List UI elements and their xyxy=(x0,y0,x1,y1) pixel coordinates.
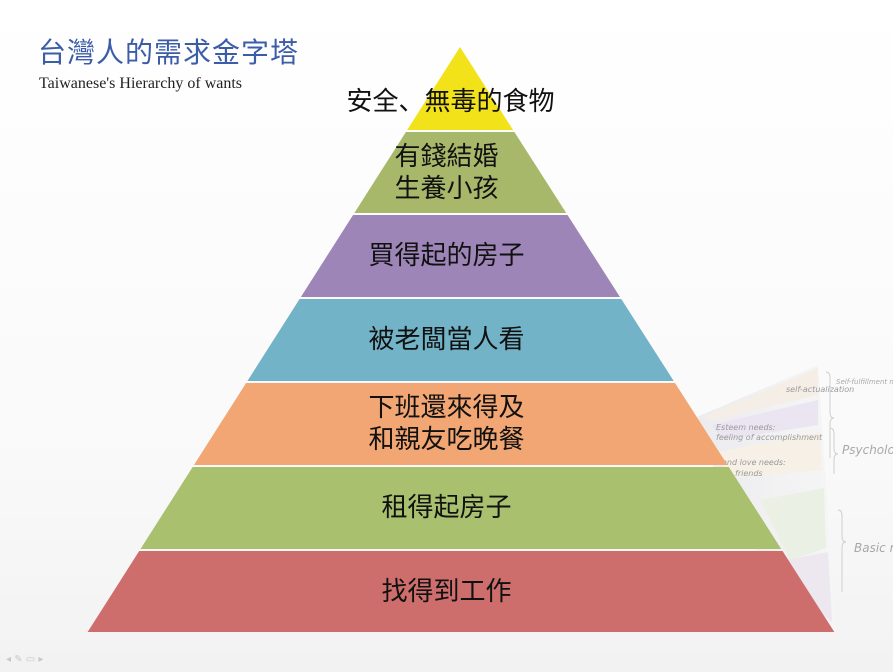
tier-label-line: 生養小孩 xyxy=(394,173,499,204)
title-english: Taiwanese's Hierarchy of wants xyxy=(39,75,243,92)
tier-affordable-rent xyxy=(140,467,782,549)
bg-label-accomplishment: feeling of accomplishment xyxy=(716,433,823,442)
bg-label-self-actualization: self-actualization xyxy=(786,385,854,394)
bg-label-love: and love needs: xyxy=(722,458,786,467)
background-maslow-pyramid: self-actualization Esteem needs: feeling… xyxy=(690,365,893,632)
title-chinese: 台灣人的需求金字塔 xyxy=(38,36,300,69)
side-label-basic: Basic needs xyxy=(854,541,893,555)
bracket-middle xyxy=(829,427,839,474)
tier-food-safety xyxy=(407,47,514,130)
tier-label-respect-at-work: 被老闆當人看 xyxy=(0,324,893,356)
tier-marriage-children xyxy=(354,132,567,213)
tier-label-marriage-children: 有錢結婚生養小孩 xyxy=(0,141,893,205)
tier-dinner-with-family xyxy=(193,383,728,465)
tier-label-line: 安全、無毒的食物 xyxy=(346,87,555,117)
bg-label-esteem: Esteem needs: xyxy=(716,423,776,432)
tier-label-line: 被老闆當人看 xyxy=(368,325,525,355)
tier-affordable-house xyxy=(300,215,620,297)
side-label-self-fulfillment: Self-fulfillment needs xyxy=(836,378,893,386)
side-label-psychological: Psychological needs xyxy=(842,443,893,457)
tier-respect-at-work xyxy=(247,299,674,381)
tier-label-line: 有錢結婚 xyxy=(394,141,499,172)
tier-label-line: 下班還來得及 xyxy=(368,393,525,423)
tier-label-food-safety: 安全、無毒的食物 xyxy=(4,86,893,118)
pyramid-tiers xyxy=(87,47,835,632)
tier-label-line: 找得到工作 xyxy=(381,576,512,607)
tier-label-line: 和親友吃晚餐 xyxy=(368,425,525,455)
bg-label-friends: friends xyxy=(735,469,763,478)
bracket-top xyxy=(825,371,835,458)
tier-label-affordable-rent: 租得起房子 xyxy=(0,492,893,524)
tier-label-affordable-house: 買得起的房子 xyxy=(0,240,893,272)
tier-label-line: 買得起的房子 xyxy=(368,241,525,271)
tier-label-dinner-with-family: 下班還來得及和親友吃晚餐 xyxy=(0,392,893,456)
tier-find-job xyxy=(87,551,835,632)
tier-label-line: 租得起房子 xyxy=(381,493,512,523)
bracket-bottom xyxy=(837,509,847,592)
tier-label-find-job: 找得到工作 xyxy=(0,576,893,608)
slide-controls[interactable]: ◂ ✎ ▭ ▸ xyxy=(6,654,44,665)
